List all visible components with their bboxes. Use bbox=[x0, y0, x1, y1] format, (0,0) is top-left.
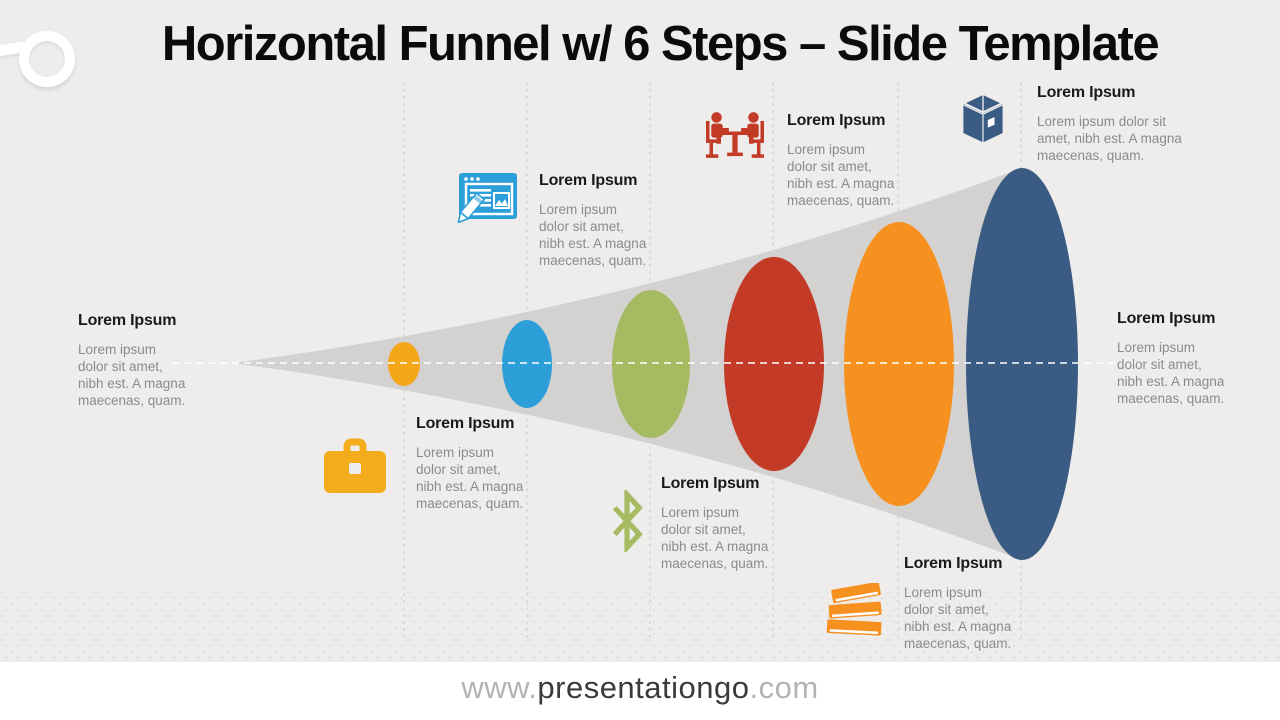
step-2-text-block: Lorem Ipsum Lorem ipsum dolor sit amet, … bbox=[539, 172, 679, 269]
bluetooth-icon bbox=[610, 490, 644, 552]
footer-url: www.presentationgo.com bbox=[0, 662, 1280, 714]
funnel-step-5-ellipse bbox=[844, 222, 954, 506]
books-icon bbox=[826, 583, 890, 643]
slide-title: Horizontal Funnel w/ 6 Steps – Slide Tem… bbox=[161, 17, 1160, 71]
footer-url-prefix: www. bbox=[461, 670, 538, 705]
step-6-text-block: Lorem Ipsum Lorem ipsum dolor sit amet, … bbox=[1037, 84, 1227, 164]
step-3-body: Lorem ipsum dolor sit amet, nibh est. A … bbox=[661, 505, 769, 571]
step-4-title: Lorem Ipsum bbox=[787, 112, 886, 129]
step-6-title: Lorem Ipsum bbox=[1037, 84, 1136, 101]
step-1-title: Lorem Ipsum bbox=[416, 415, 515, 432]
mouth-title: Lorem Ipsum bbox=[1117, 310, 1216, 327]
footer-url-brand: presentationgo bbox=[537, 670, 750, 705]
footer-bar: www.presentationgo.com bbox=[0, 662, 1280, 720]
funnel-step-1-ellipse bbox=[388, 342, 420, 386]
step-4-body: Lorem ipsum dolor sit amet, nibh est. A … bbox=[787, 142, 895, 208]
step-3-title: Lorem Ipsum bbox=[661, 475, 760, 492]
funnel-step-6-ellipse bbox=[966, 168, 1078, 560]
step-6-body: Lorem ipsum dolor sit amet, nibh est. A … bbox=[1037, 114, 1182, 163]
briefcase-icon bbox=[324, 437, 386, 495]
dot-texture-band bbox=[0, 592, 1280, 662]
step-4-text-block: Lorem Ipsum Lorem ipsum dolor sit amet, … bbox=[787, 112, 927, 209]
step-5-title: Lorem Ipsum bbox=[904, 555, 1003, 572]
tip-title: Lorem Ipsum bbox=[78, 312, 177, 329]
footer-url-suffix: .com bbox=[749, 670, 819, 705]
funnel-step-4-ellipse bbox=[724, 257, 824, 471]
mouth-body: Lorem ipsum dolor sit amet, nibh est. A … bbox=[1117, 340, 1225, 406]
magnifier-ring-icon bbox=[19, 31, 75, 87]
funnel-step-3-ellipse bbox=[612, 290, 690, 438]
tip-text-block: Lorem Ipsum Lorem ipsum dolor sit amet, … bbox=[78, 312, 218, 409]
mouth-text-block: Lorem Ipsum Lorem ipsum dolor sit amet, … bbox=[1117, 310, 1262, 407]
blog-icon bbox=[457, 171, 519, 223]
step-2-title: Lorem Ipsum bbox=[539, 172, 638, 189]
funnel-step-2-ellipse bbox=[502, 320, 552, 408]
tip-body: Lorem ipsum dolor sit amet, nibh est. A … bbox=[78, 342, 186, 408]
step-3-text-block: Lorem Ipsum Lorem ipsum dolor sit amet, … bbox=[661, 475, 801, 572]
step-5-text-block: Lorem Ipsum Lorem ipsum dolor sit amet, … bbox=[904, 555, 1044, 652]
step-1-text-block: Lorem Ipsum Lorem ipsum dolor sit amet, … bbox=[416, 415, 556, 512]
step-5-body: Lorem ipsum dolor sit amet, nibh est. A … bbox=[904, 585, 1012, 651]
meeting-icon bbox=[706, 110, 764, 160]
box-icon bbox=[959, 93, 1007, 145]
step-2-body: Lorem ipsum dolor sit amet, nibh est. A … bbox=[539, 202, 647, 268]
step-1-body: Lorem ipsum dolor sit amet, nibh est. A … bbox=[416, 445, 524, 511]
